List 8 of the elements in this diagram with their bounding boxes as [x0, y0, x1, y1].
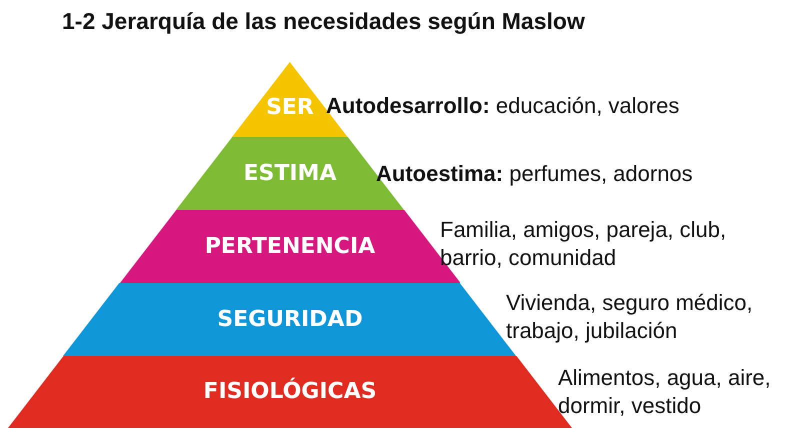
level-description: Familia, amigos, pareja, club, barrio, comunidad: [440, 216, 728, 272]
level-description: Vivienda, seguro médico, trabajo, jubilación: [506, 289, 754, 345]
level-description: Alimentos, agua, aire, dormir, vestido: [558, 364, 772, 420]
level-description: Autodesarrollo: educación, valores: [326, 92, 680, 120]
level-label: FISIOLÓGICAS: [202, 379, 378, 404]
diagram-title: 1-2 Jerarquía de las necesidades según Maslow: [62, 8, 585, 35]
level-label: SEGURIDAD: [216, 306, 364, 332]
level-description: Autoestima: perfumes, adornos: [376, 160, 694, 188]
